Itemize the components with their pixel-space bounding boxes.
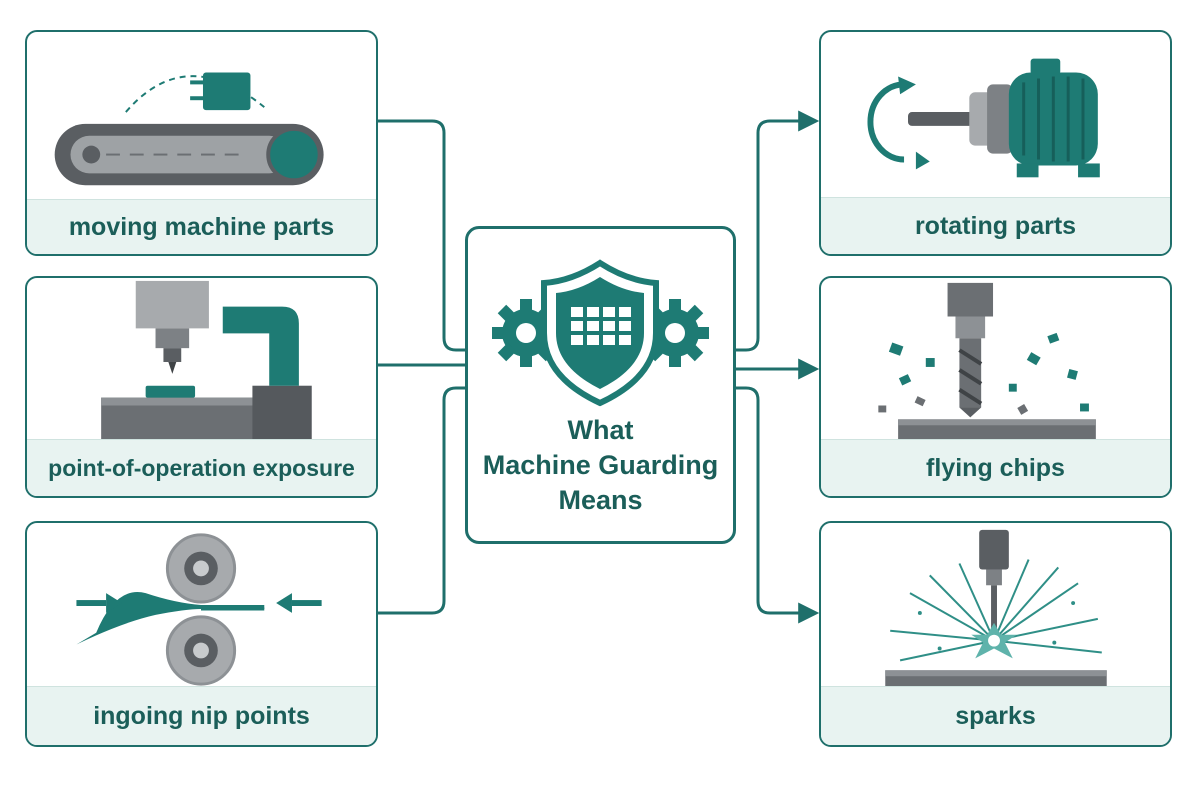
motor-icon bbox=[867, 58, 1100, 178]
hazard-label: point-of-operation exposure bbox=[27, 439, 376, 496]
welding-sparks-icon bbox=[885, 529, 1107, 693]
connector-right-top bbox=[736, 110, 820, 352]
hazard-label: flying chips bbox=[821, 439, 1170, 496]
title-line: What bbox=[567, 415, 634, 445]
conveyor-belt-icon bbox=[54, 72, 324, 186]
drill-bit-icon bbox=[878, 282, 1096, 444]
shield-gears-icon bbox=[492, 259, 709, 407]
title-line: Machine Guarding bbox=[482, 450, 719, 480]
central-concept-box: What Machine Guarding Means bbox=[465, 226, 736, 544]
hazard-card-point-of-operation: point-of-operation exposure bbox=[25, 276, 378, 498]
hazard-card-rotating-parts: rotating parts bbox=[819, 30, 1172, 256]
hazard-label: ingoing nip points bbox=[27, 686, 376, 745]
press-machine-icon bbox=[101, 280, 312, 444]
hazard-card-ingoing-nip-points: ingoing nip points bbox=[25, 521, 378, 747]
hazard-card-sparks: sparks bbox=[819, 521, 1172, 747]
connector-left-top bbox=[378, 119, 465, 352]
nip-rollers-icon bbox=[76, 533, 322, 686]
hazard-label: moving machine parts bbox=[27, 199, 376, 254]
hazard-card-flying-chips: flying chips bbox=[819, 276, 1172, 498]
title-line: Means bbox=[558, 485, 643, 515]
diagram-title: What Machine Guarding Means bbox=[468, 413, 733, 518]
hazard-card-moving-machine-parts: moving machine parts bbox=[25, 30, 378, 256]
hazard-label: sparks bbox=[821, 686, 1170, 745]
connector-right-bottom bbox=[736, 386, 820, 624]
connector-left-bottom bbox=[378, 386, 465, 615]
hazard-label: rotating parts bbox=[821, 197, 1170, 254]
